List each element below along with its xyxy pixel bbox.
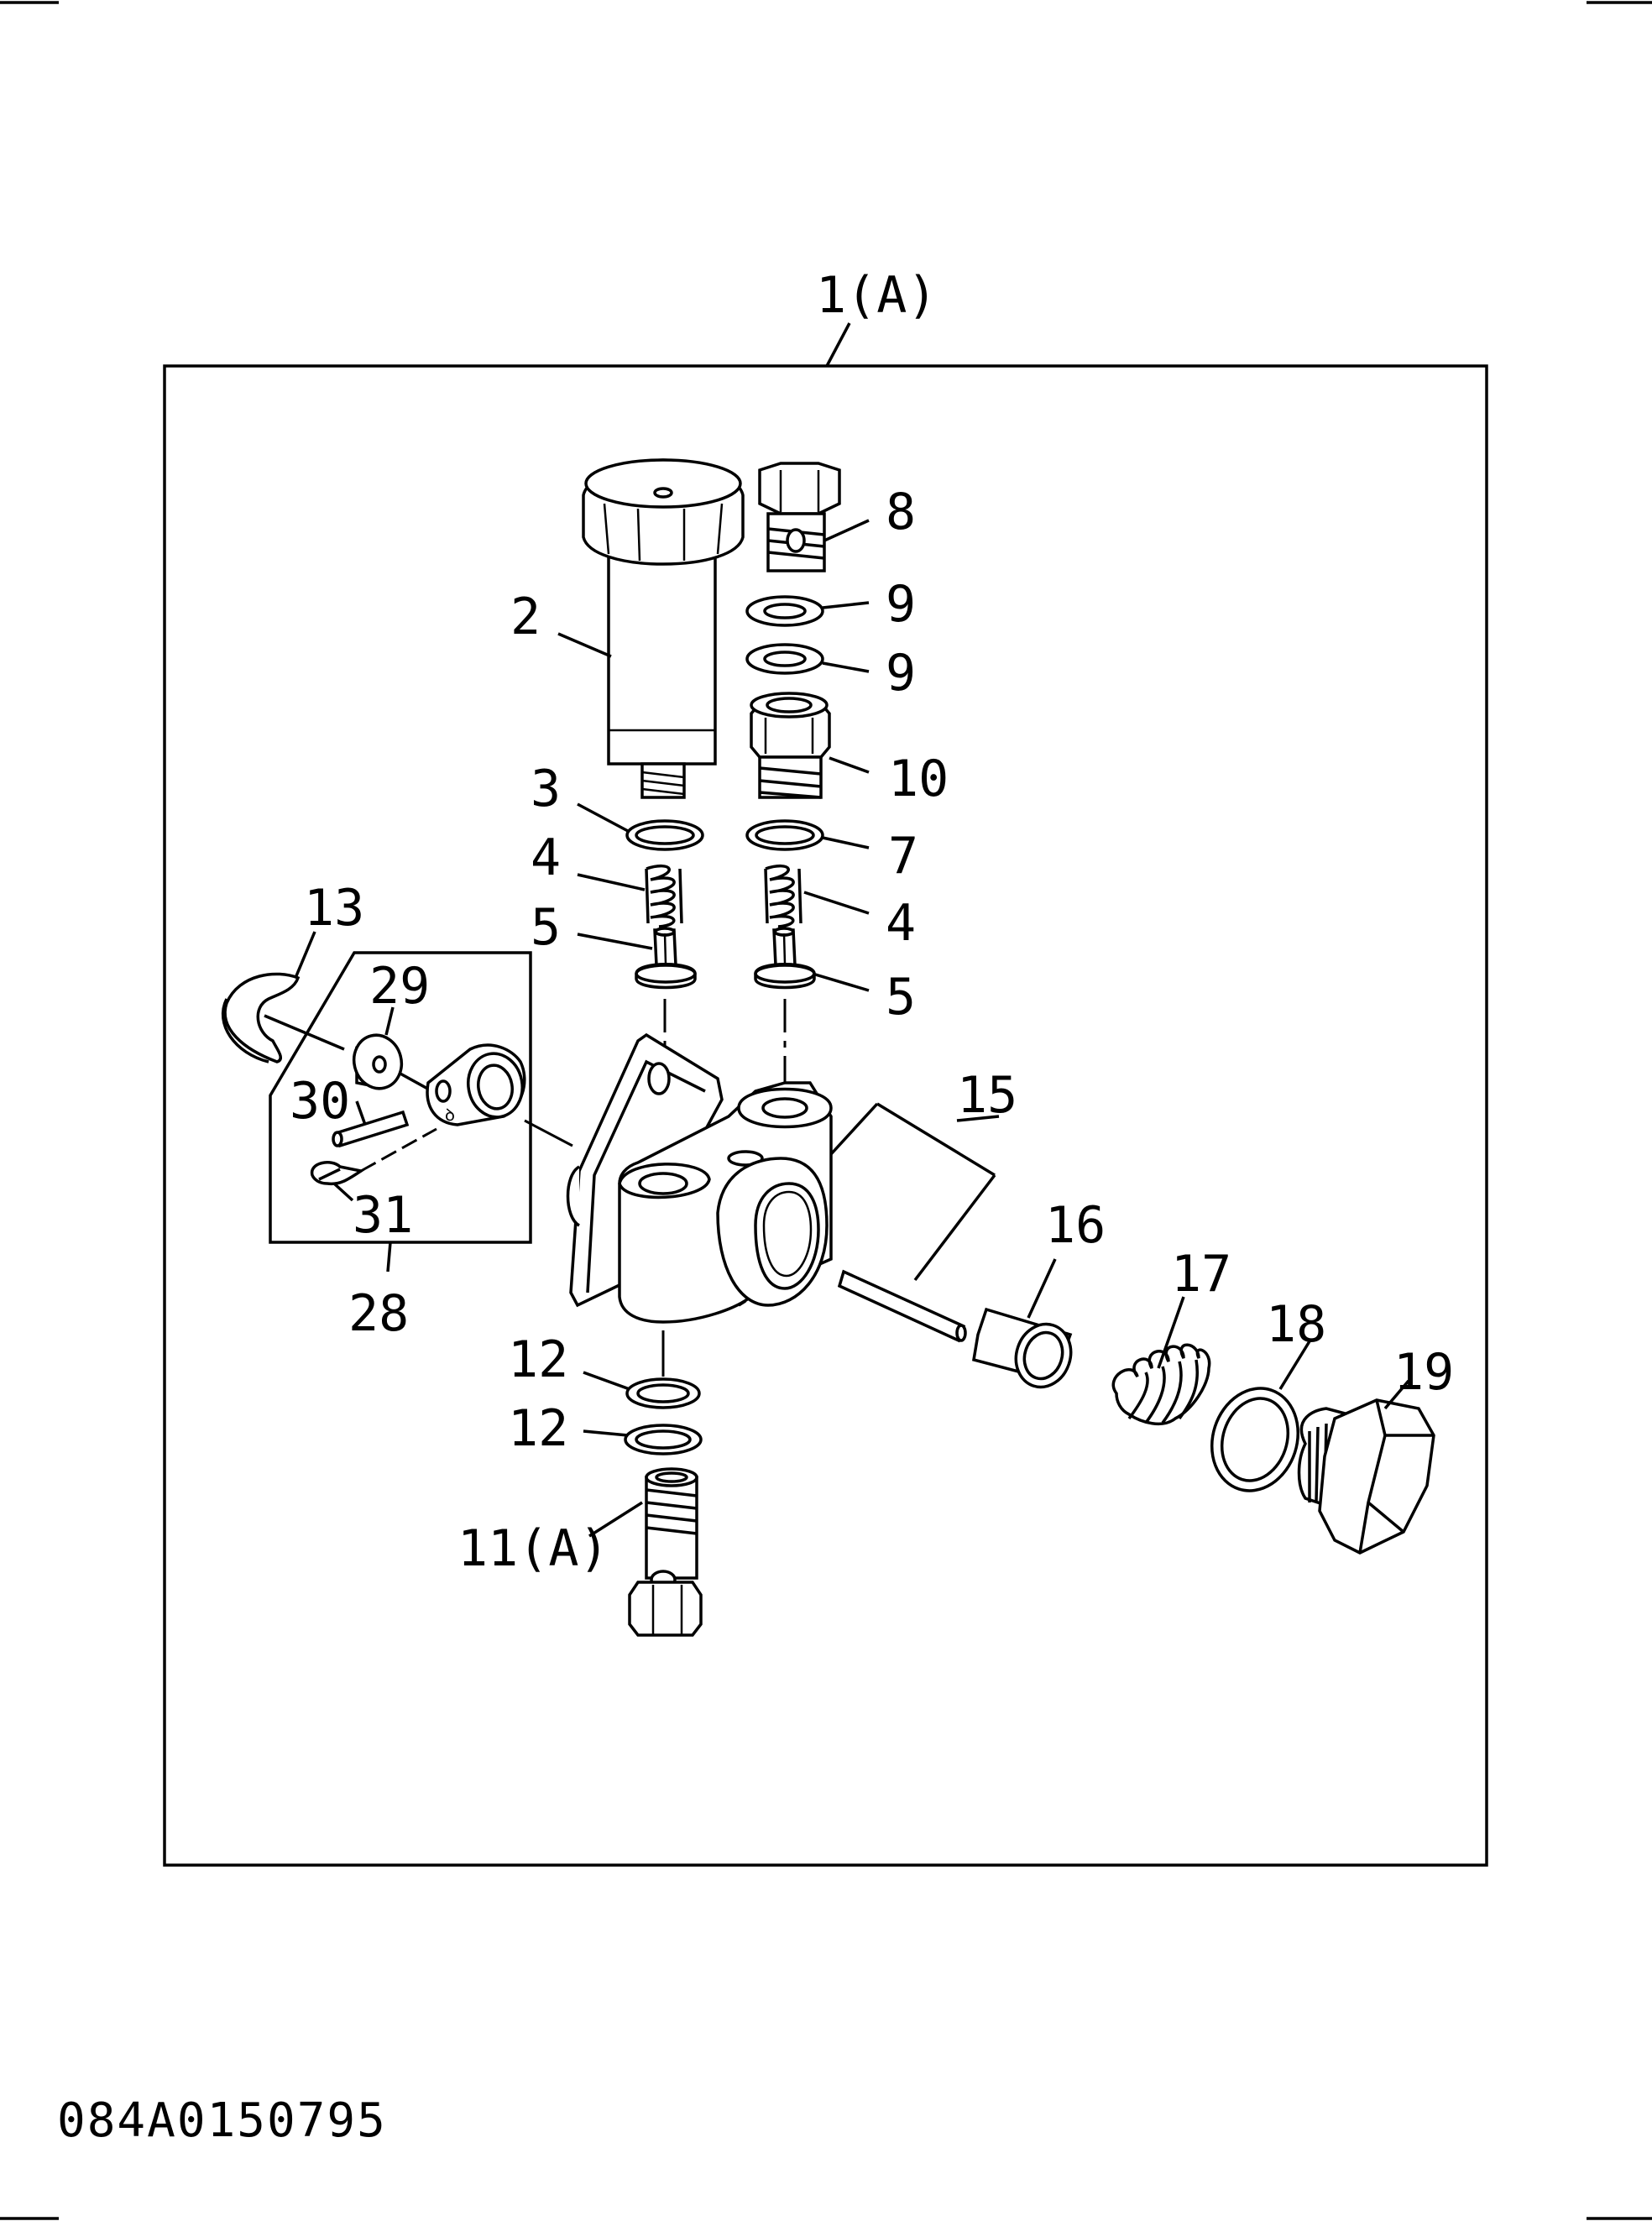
leader-13-ring <box>264 1014 345 1051</box>
svg-text:ꝺ: ꝺ <box>445 1105 455 1125</box>
leader-9-top <box>822 601 870 609</box>
leader-4-left <box>577 873 646 891</box>
label-15: 15 <box>957 1066 1017 1125</box>
clip-31-part <box>311 1161 365 1186</box>
leader-12-top <box>583 1371 630 1391</box>
leader-12-bottom <box>583 1429 629 1437</box>
leader-5-left <box>577 933 653 950</box>
label-7: 7 <box>888 827 918 886</box>
assembly-frame <box>163 364 1488 1867</box>
bolt-8-part <box>758 462 841 572</box>
pin-30-part <box>332 1110 410 1148</box>
plug-19-part <box>1297 1398 1435 1555</box>
leader-19 <box>1383 1379 1410 1410</box>
leader-8 <box>823 519 870 542</box>
roller-29-part <box>352 1033 404 1090</box>
leader-30 <box>355 1100 367 1126</box>
leader-2 <box>557 632 612 658</box>
label-4-right: 4 <box>886 894 916 953</box>
label-9-top: 9 <box>886 575 916 634</box>
leader-13 <box>294 931 316 979</box>
leader-7 <box>822 836 870 849</box>
fitting-10-part <box>750 692 831 799</box>
leader-16 <box>1027 1258 1057 1319</box>
subassembly-28-frame <box>269 951 532 1244</box>
leader-5-right <box>812 972 870 992</box>
label-28: 28 <box>348 1284 409 1343</box>
leader-4-right <box>803 891 870 915</box>
label-18: 18 <box>1266 1295 1326 1354</box>
washer-12-top-part <box>625 1377 701 1409</box>
priming-pump-part <box>582 458 745 799</box>
label-9-bottom: 9 <box>886 644 916 703</box>
spring-4-left-part <box>645 864 683 928</box>
label-13: 13 <box>304 879 364 938</box>
valve-5-left-part <box>635 927 697 990</box>
eye-bolt-11-part <box>628 1467 703 1637</box>
label-10: 10 <box>888 750 949 808</box>
axis-lever <box>524 1119 573 1147</box>
label-1a: 1(A) <box>816 266 938 325</box>
label-4-left: 4 <box>531 828 561 887</box>
label-16: 16 <box>1045 1196 1106 1255</box>
drawing-code: 084A0150795 <box>57 2093 387 2148</box>
leader-29 <box>384 1006 395 1036</box>
label-11a: 11(A) <box>457 1519 609 1578</box>
leader-28 <box>386 1241 392 1273</box>
callout-labels: 1(A) 2 3 4 5 8 9 9 10 7 4 5 13 29 30 31 … <box>290 266 1454 1578</box>
pump-body-part <box>566 1032 833 1324</box>
leader-9-bottom <box>822 661 870 673</box>
leader-31 <box>332 1182 354 1202</box>
label-8: 8 <box>886 483 916 541</box>
pin-15-part <box>837 1269 967 1343</box>
washer-9-top-part <box>745 595 824 627</box>
label-19: 19 <box>1393 1343 1454 1402</box>
label-29: 29 <box>369 957 430 1016</box>
label-30: 30 <box>290 1072 350 1131</box>
spring-17-part <box>1111 1343 1211 1426</box>
label-31: 31 <box>353 1186 413 1245</box>
gasket-18-part <box>1210 1387 1300 1492</box>
label-5-left: 5 <box>531 898 561 957</box>
leader-10 <box>829 756 870 774</box>
leader-3 <box>577 802 629 833</box>
leader-11a <box>588 1501 643 1538</box>
gasket-7-part <box>745 819 824 851</box>
sleeve-16-part <box>972 1307 1073 1389</box>
spring-4-right-part <box>764 864 802 928</box>
axis-clip <box>360 1127 437 1173</box>
label-3: 3 <box>531 760 561 818</box>
gasket-3-part <box>625 819 704 851</box>
leader-18 <box>1278 1340 1311 1390</box>
valve-5-right-part <box>754 927 816 990</box>
label-17: 17 <box>1171 1245 1231 1304</box>
label-5-right: 5 <box>886 968 916 1027</box>
leader-17 <box>1157 1296 1185 1369</box>
label-12-top: 12 <box>508 1330 568 1389</box>
leader-15 <box>829 1102 1000 1282</box>
washer-9-bottom-part <box>745 643 824 675</box>
label-12-bottom: 12 <box>508 1399 568 1458</box>
tappet-lever-part: ꝺ <box>426 1043 526 1126</box>
snap-ring-13-part <box>221 972 301 1063</box>
label-2: 2 <box>510 588 541 646</box>
leader-1a <box>825 322 851 367</box>
washer-12-bottom-part <box>624 1424 703 1455</box>
